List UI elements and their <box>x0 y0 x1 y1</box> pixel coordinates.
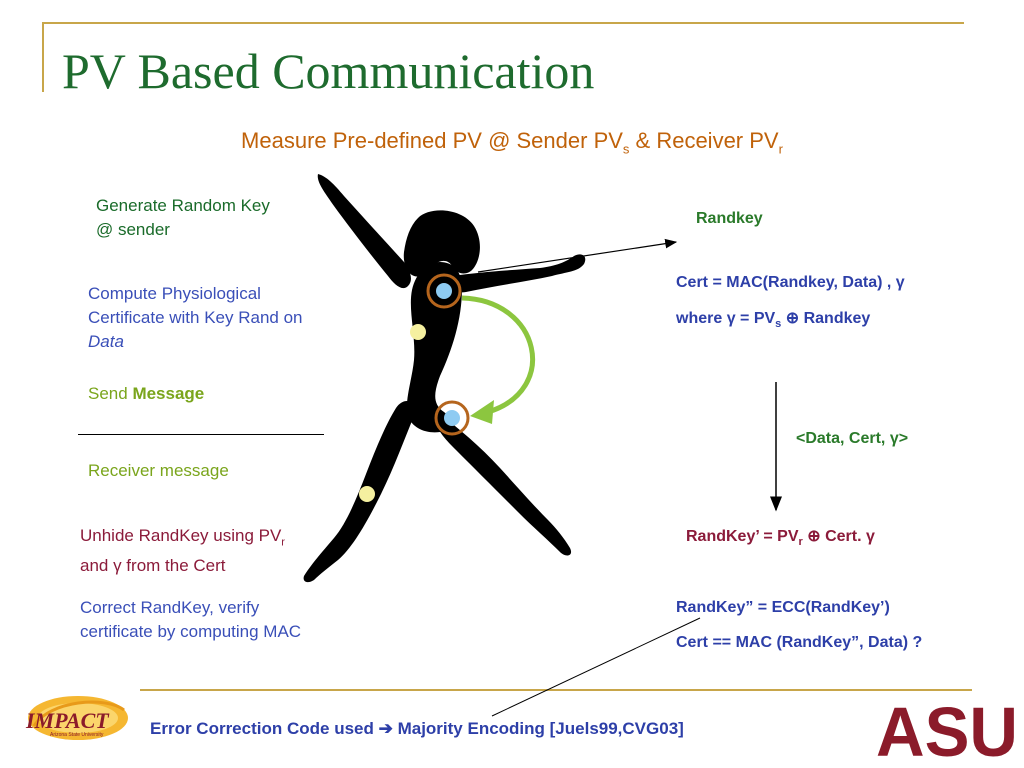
generate-key-line2: @ sender <box>96 220 170 239</box>
subtitle-middle: & Receiver PV <box>629 128 779 153</box>
slide-title: PV Based Communication <box>62 43 595 99</box>
gamma-prefix: where γ = PV <box>676 310 776 327</box>
subtitle-prefix: Measure Pre-defined PV @ Sender PV <box>241 128 623 153</box>
asu-logo-text: ASU <box>876 696 1018 762</box>
unhide-sub-r: r <box>281 536 285 549</box>
randkey-prime-prefix: RandKey’ = PV <box>686 528 799 545</box>
unhide-line1: Unhide RandKey using PV <box>80 526 282 545</box>
dancer-right-leg <box>436 414 572 556</box>
gamma-sub-s: s <box>775 318 782 331</box>
randkey-prime-suffix: ⊕ Cert. γ <box>802 528 875 545</box>
compute-cert-line1: Compute Physiological <box>88 284 261 303</box>
slide-subtitle: Measure Pre-defined PV @ Sender PVs & Re… <box>0 128 1024 156</box>
receiver-pv-point <box>444 410 460 426</box>
dancer-hair <box>403 210 480 277</box>
ecc-pointer-line <box>491 617 701 717</box>
send-message-step: Send Message <box>88 382 204 406</box>
send-message-bold: Message <box>132 384 205 403</box>
gamma-suffix: ⊕ Randkey <box>781 310 871 327</box>
impact-logo-subtext: Arizona State University <box>50 732 104 738</box>
subtitle-sub-s: s <box>622 141 630 157</box>
compute-cert-line2: Certificate with Key Rand on <box>88 308 303 327</box>
sender-pv-point <box>436 283 452 299</box>
dancer-left-leg <box>303 401 415 583</box>
body-point-leg <box>359 486 375 502</box>
unhide-line2: and γ from the Cert <box>80 556 226 576</box>
dancer-right-arm <box>450 254 586 293</box>
correct-key-step: Correct RandKey, verify certificate by c… <box>80 596 301 644</box>
sender-pv-ring <box>426 273 462 309</box>
generate-key-step: Generate Random Key @ sender <box>96 194 270 242</box>
randkey-label: Randkey <box>696 210 763 227</box>
footer-prefix: Error Correction Code used <box>150 719 379 738</box>
impact-logo-text: IMPACT <box>25 708 110 733</box>
sender-receiver-divider <box>78 434 324 435</box>
impact-logo: IMPACT Arizona State University <box>25 696 128 740</box>
body-point-chest <box>410 324 426 340</box>
compute-cert-line3: Data <box>88 332 124 351</box>
dancer-left-arm <box>317 174 411 289</box>
randkey-pointer-arrow <box>477 238 678 273</box>
footer-note: Error Correction Code used ➔ Majority En… <box>150 719 684 739</box>
compute-cert-step: Compute Physiological Certificate with K… <box>88 282 303 354</box>
ecc-formula: RandKey” = ECC(RandKey’) <box>676 599 890 616</box>
transfer-curve-arrow <box>461 295 536 415</box>
subtitle-sub-r: r <box>778 141 783 157</box>
gamma-formula: where γ = PVs ⊕ Randkey <box>676 308 870 335</box>
message-tuple: <Data, Cert, γ> <box>796 430 909 447</box>
asu-logo: ASU <box>876 696 1018 762</box>
randkey-prime-formula: RandKey’ = PVr ⊕ Cert. γ <box>686 526 875 553</box>
title-accent-vertical-line <box>42 22 44 92</box>
footer-arrow-icon: ➔ <box>378 719 393 738</box>
randkey-prime-sub-r: r <box>798 536 803 549</box>
correct-line1: Correct RandKey, verify <box>80 598 260 617</box>
dancer-silhouette <box>303 174 586 583</box>
correct-line2: certificate by computing MAC <box>80 622 302 641</box>
transfer-curve-arrowhead <box>470 400 494 424</box>
generate-key-line1: Generate Random Key <box>96 196 270 215</box>
send-prefix: Send <box>88 384 133 403</box>
receiver-pv-ring <box>434 400 470 436</box>
footer-suffix: Majority Encoding [Juels99,CVG03] <box>392 719 684 738</box>
title-accent-line <box>42 22 964 24</box>
receiver-message-step: Receiver message <box>88 461 229 480</box>
footer-accent-line <box>140 689 972 691</box>
cert-formula: Cert = MAC(Randkey, Data) , γ <box>676 274 905 291</box>
unhide-key-step: Unhide RandKey using PVr and γ from the … <box>80 524 285 578</box>
cert-check-formula: Cert == MAC (RandKey”, Data) ? <box>676 634 923 651</box>
dancer-torso <box>406 262 462 433</box>
